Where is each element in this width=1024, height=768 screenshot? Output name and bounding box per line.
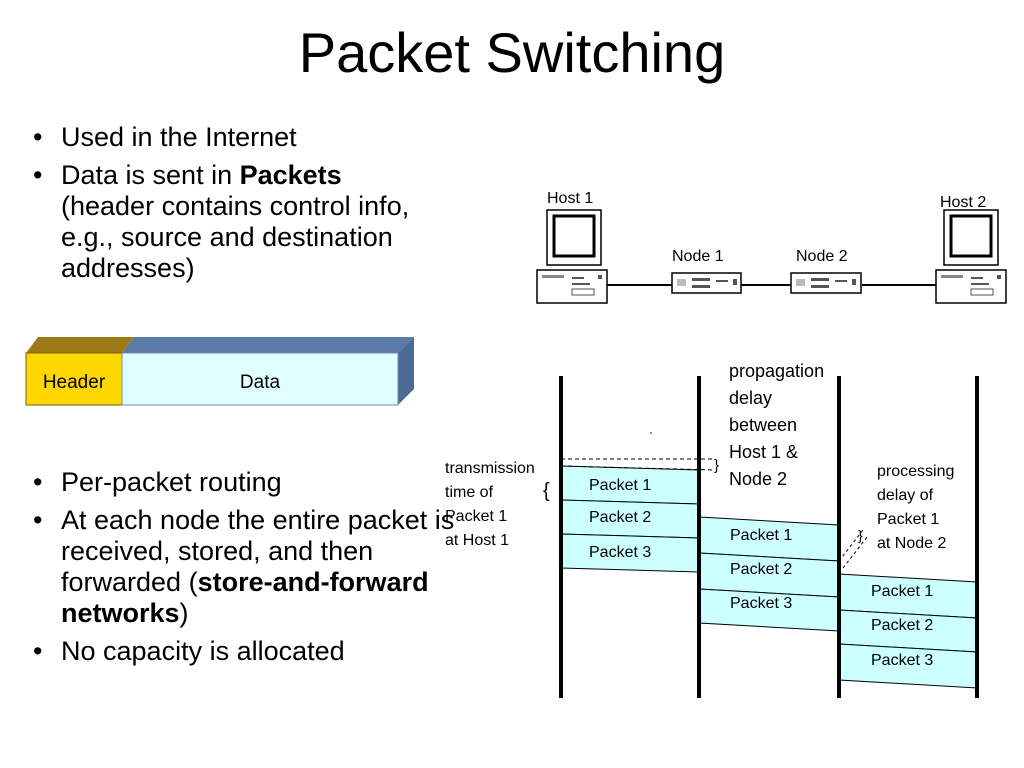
node1-router-icon xyxy=(671,272,742,294)
transmission-label-line-4: at Host 1 xyxy=(445,532,509,549)
propagation-label-line-5: Node 2 xyxy=(729,469,787,489)
host1-label: Host 1 xyxy=(547,190,593,207)
bullet-data-sent-in-packets: Data is sent in Packets(header contains … xyxy=(28,160,448,284)
header-top-face xyxy=(26,337,134,353)
processing-label-line-4: at Node 2 xyxy=(877,535,946,552)
host1-computer-icon xyxy=(536,209,608,304)
label-packet-1-col1: Packet 1 xyxy=(589,477,651,494)
packets-bold: Packets xyxy=(239,160,342,190)
slide-title: Packet Switching xyxy=(298,21,726,84)
label-packet-3-col2: Packet 3 xyxy=(730,595,792,612)
data-label: Data xyxy=(240,372,281,393)
processing-label-line-2: delay of xyxy=(877,487,934,504)
processing-dashed-2 xyxy=(842,536,868,569)
host2-computer-icon xyxy=(935,209,1007,304)
propagation-label-line-2: delay xyxy=(729,388,772,408)
label-packet-1-col2: Packet 1 xyxy=(730,527,792,544)
propagation-label-line-1: propagation xyxy=(729,361,824,381)
propagation-label-line-3: between xyxy=(729,415,797,435)
transmission-label-line-2: time of xyxy=(445,484,494,501)
label-packet-1-col3: Packet 1 xyxy=(871,583,933,600)
transmission-label-line-1: transmission xyxy=(445,460,535,477)
label-packet-2-col2: Packet 2 xyxy=(730,561,792,578)
label-packet-3-col3: Packet 3 xyxy=(871,652,933,669)
stray-dot xyxy=(650,432,652,434)
bullet-list-bottom: Per-packet routing At each node the enti… xyxy=(28,467,478,674)
bullet-used-in-internet: Used in the Internet xyxy=(28,122,448,153)
bullet-list-top: Used in the Internet Data is sent in Pac… xyxy=(28,122,448,291)
propagation-brace: } xyxy=(714,457,719,474)
header-block xyxy=(25,352,123,406)
data-block xyxy=(121,352,399,406)
propagation-label-line-4: Host 1 & xyxy=(729,442,798,462)
label-packet-3-col1: Packet 3 xyxy=(589,544,651,561)
processing-brace: } xyxy=(858,527,863,543)
node2-label: Node 2 xyxy=(796,248,848,265)
processing-dashed-1 xyxy=(838,529,864,562)
node2-router-icon xyxy=(790,272,862,294)
processing-label-line-3: Packet 1 xyxy=(877,511,939,528)
processing-label-line-1: processing xyxy=(877,463,954,480)
label-packet-2-col1: Packet 2 xyxy=(589,509,651,526)
data-top-face xyxy=(122,337,414,353)
header-label: Header xyxy=(43,372,106,393)
propagation-dashed-bottom xyxy=(560,465,715,471)
transmission-brace: { xyxy=(543,480,550,502)
host2-label: Host 2 xyxy=(940,194,986,211)
node1-label: Node 1 xyxy=(672,248,724,265)
store-and-forward-bold: store-and-forward networks xyxy=(61,567,429,628)
transmission-label-line-3: Packet 1 xyxy=(445,508,507,525)
data-side-face xyxy=(398,337,414,405)
bullet-no-capacity: No capacity is allocated xyxy=(28,636,478,667)
bullet-store-and-forward: At each node the entire packet is receiv… xyxy=(28,505,481,629)
label-packet-2-col3: Packet 2 xyxy=(871,617,933,634)
bullet-per-packet-routing: Per-packet routing xyxy=(28,467,478,498)
